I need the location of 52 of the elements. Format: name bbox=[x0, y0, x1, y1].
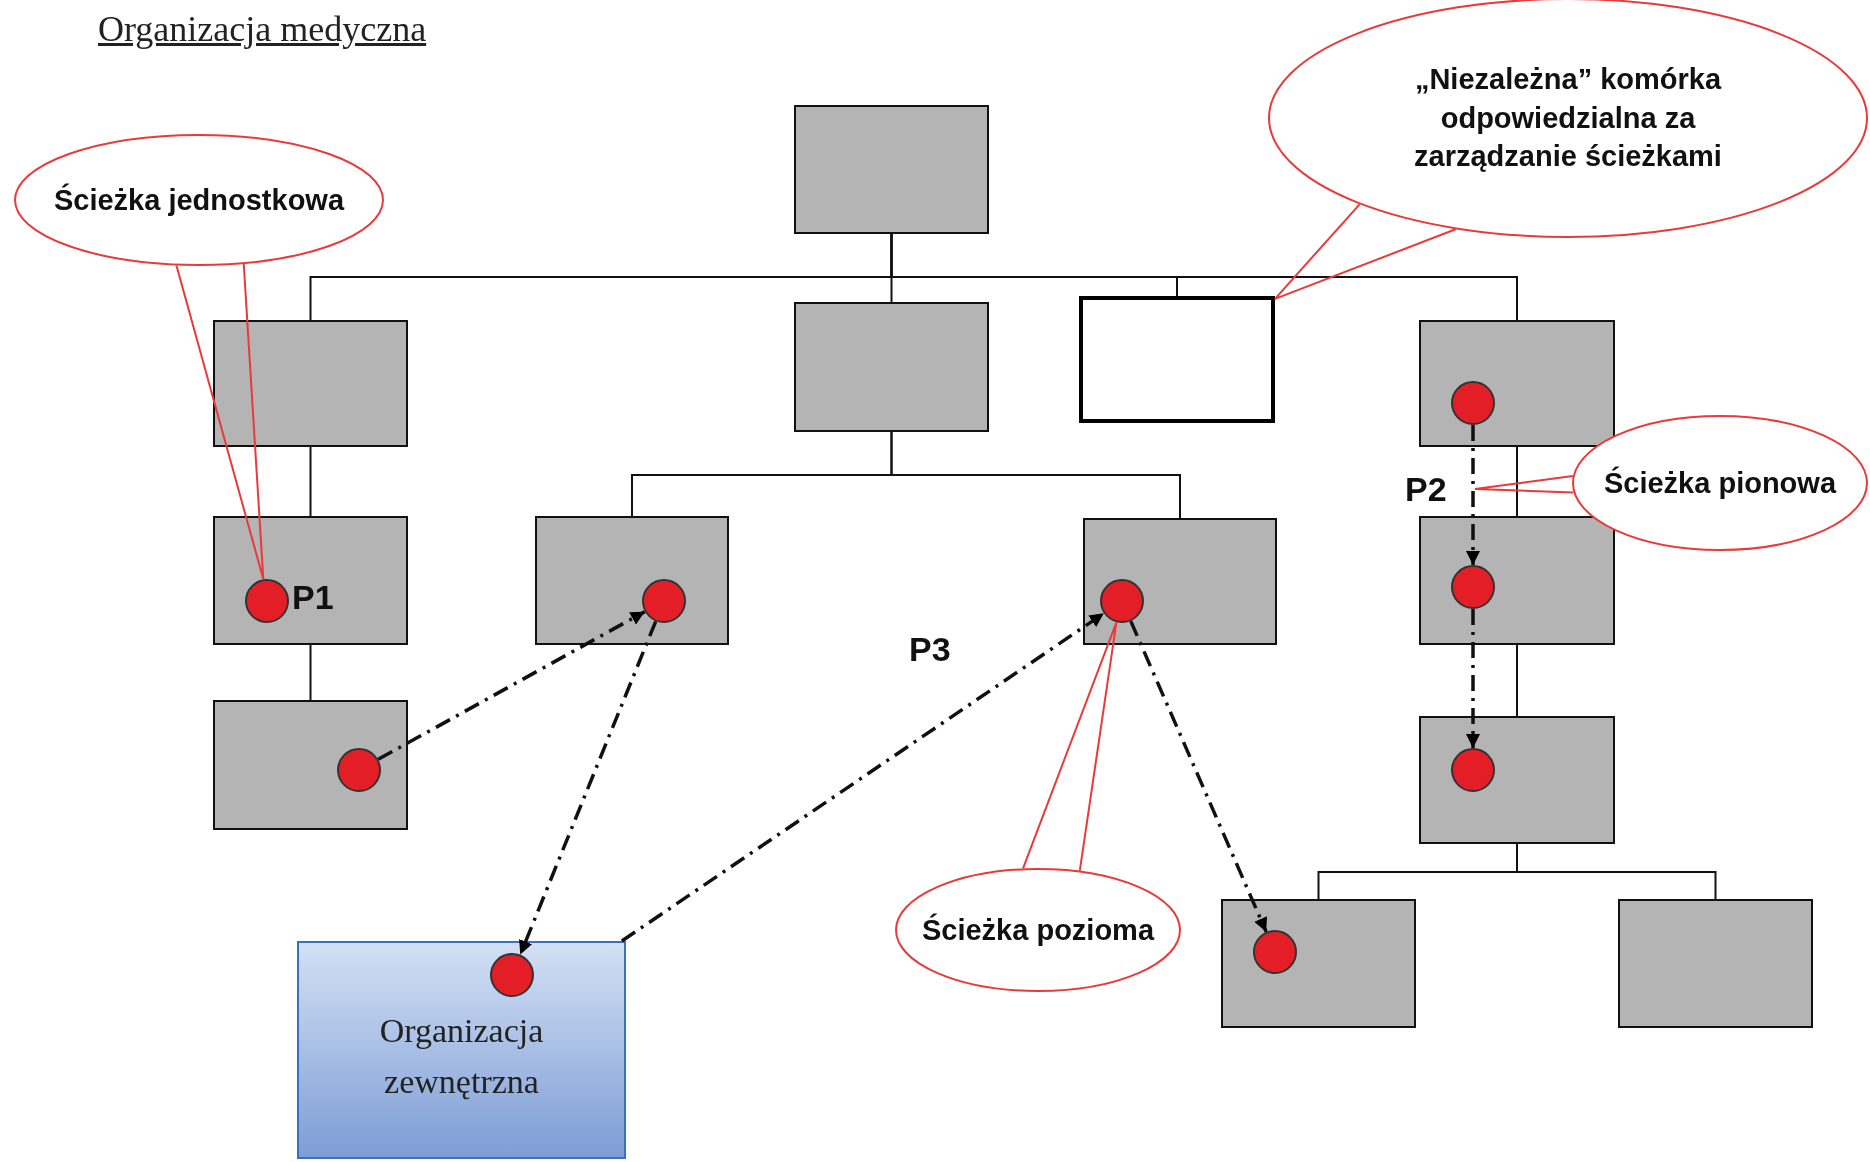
callout-bubble bbox=[1268, 0, 1868, 238]
org-unit-box bbox=[213, 516, 408, 645]
org-chart-connector bbox=[1516, 843, 1717, 900]
path-arrow bbox=[518, 620, 658, 956]
org-unit-box bbox=[1221, 899, 1416, 1028]
org-unit-box bbox=[1079, 296, 1275, 423]
leader-line bbox=[1274, 203, 1457, 300]
org-unit-box bbox=[213, 320, 408, 447]
org-unit-box bbox=[1618, 899, 1813, 1028]
org-unit-box bbox=[794, 105, 989, 234]
callout-text: „Niezależna” komórka odpowiedzialna za zarządzanie ścieżkami bbox=[1413, 62, 1723, 175]
path-point-marker bbox=[1253, 930, 1297, 974]
path-arrow bbox=[1466, 609, 1480, 748]
org-chart-connector bbox=[1516, 446, 1518, 517]
callout-text: Ścieżka jednostkowa bbox=[52, 182, 346, 218]
path-point-marker bbox=[1451, 565, 1495, 609]
path-arrow bbox=[1466, 425, 1480, 565]
org-unit-box bbox=[535, 516, 729, 645]
path-point-marker bbox=[642, 579, 686, 623]
leader-line bbox=[1474, 474, 1575, 494]
diagram-title: Organizacja medyczna bbox=[98, 8, 427, 50]
path-point-marker bbox=[245, 579, 289, 623]
callout-text: Ścieżka pozioma bbox=[920, 912, 1156, 948]
org-chart-connector bbox=[309, 446, 312, 517]
path-point-marker bbox=[337, 748, 381, 792]
external-organization-box bbox=[297, 941, 626, 1159]
org-unit-box bbox=[213, 700, 408, 830]
org-unit-box bbox=[1419, 320, 1615, 447]
path-arrow bbox=[1129, 620, 1268, 933]
org-chart-connector bbox=[890, 431, 1181, 519]
callout-bubble bbox=[895, 868, 1181, 992]
leader-line bbox=[175, 263, 265, 581]
org-unit-box bbox=[1083, 518, 1277, 645]
callout-text: Ścieżka pionowa bbox=[1602, 465, 1838, 501]
path-label: P1 bbox=[292, 578, 334, 617]
path-point-marker bbox=[1451, 381, 1495, 425]
path-label: P3 bbox=[909, 630, 951, 669]
org-unit-box bbox=[794, 302, 989, 432]
path-label: P2 bbox=[1405, 470, 1447, 509]
callout-bubble bbox=[1572, 415, 1868, 551]
callout-bubble bbox=[14, 134, 384, 266]
org-unit-box bbox=[1419, 516, 1615, 645]
leader-line bbox=[1022, 621, 1118, 872]
path-point-marker bbox=[1451, 748, 1495, 792]
org-chart-connector bbox=[890, 233, 1518, 321]
org-unit-box bbox=[1419, 716, 1615, 844]
path-point-marker bbox=[490, 953, 534, 997]
org-chart-connector bbox=[1516, 644, 1518, 717]
box-label: Organizacja zewnętrzna bbox=[378, 1011, 545, 1102]
org-chart-connector bbox=[309, 644, 312, 701]
path-point-marker bbox=[1100, 579, 1144, 623]
path-arrow bbox=[620, 611, 1105, 943]
